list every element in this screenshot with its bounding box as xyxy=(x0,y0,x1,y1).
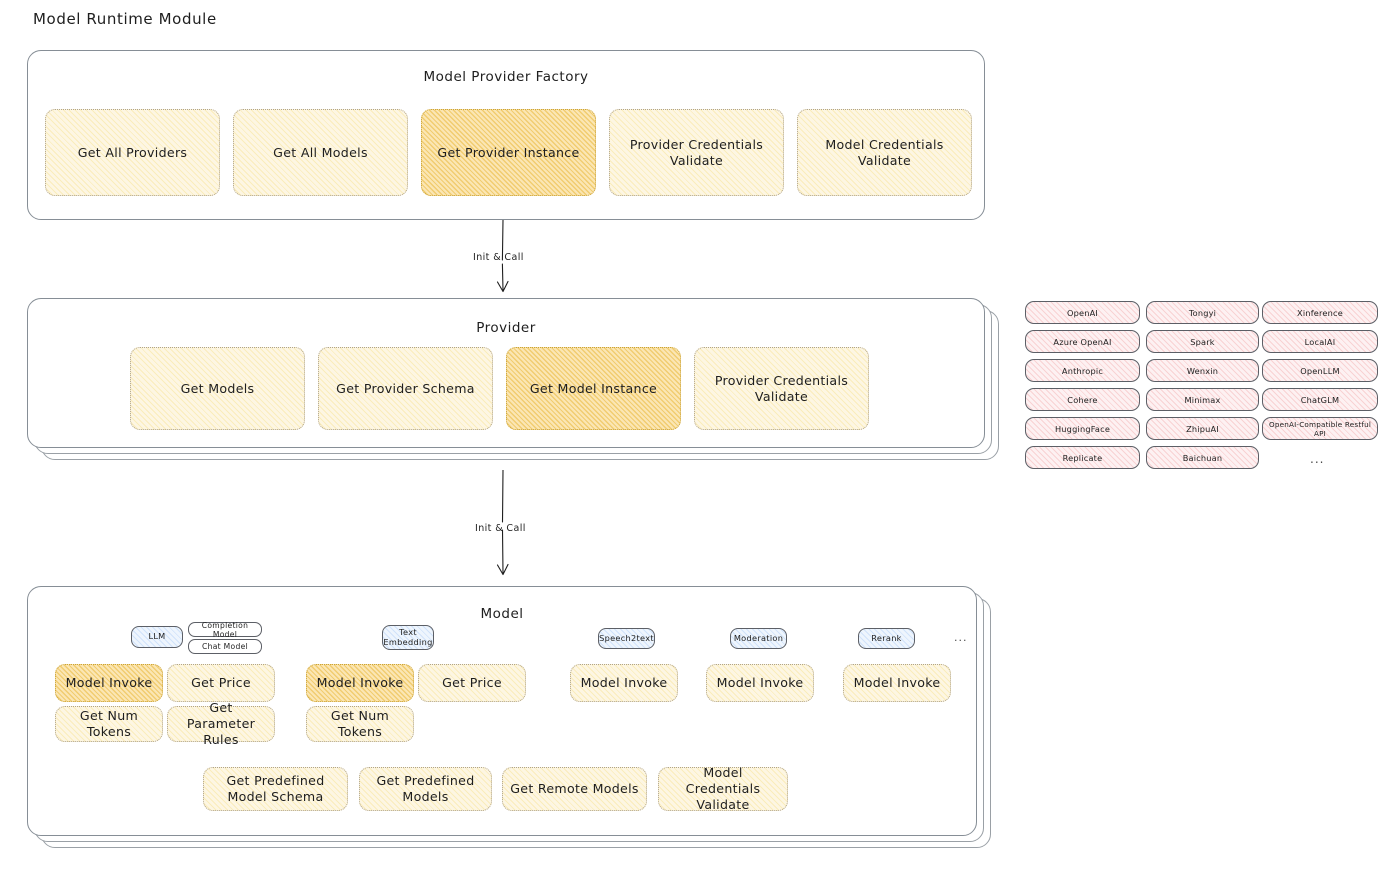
llm-op-get-parameter-rules[interactable]: Get Parameter Rules xyxy=(167,700,275,747)
provider-chip-zhipuai[interactable]: ZhipuAI xyxy=(1146,417,1259,440)
provider-frame: Provider Get Models Get Provider Schema … xyxy=(27,298,985,448)
provider-chip-xinference[interactable]: Xinference xyxy=(1262,301,1378,324)
provider-chip-cohere[interactable]: Cohere xyxy=(1025,388,1140,411)
provider-chip-anthropic[interactable]: Anthropic xyxy=(1025,359,1140,382)
provider-chip-replicate[interactable]: Replicate xyxy=(1025,446,1140,469)
model-type-chip-speech2text[interactable]: Speech2text xyxy=(598,628,655,649)
provider-chip-azure-openai[interactable]: Azure OpenAI xyxy=(1025,330,1140,353)
moderation-op-model-invoke[interactable]: Model Invoke xyxy=(706,664,814,702)
speech2text-op-model-invoke[interactable]: Model Invoke xyxy=(570,664,678,702)
provider-op-get-provider-schema[interactable]: Get Provider Schema xyxy=(318,347,493,430)
model-subtype-chip-completion-model[interactable]: Completion Model xyxy=(188,621,262,639)
model-common-op-get-predefined-models[interactable]: Get Predefined Models xyxy=(359,767,492,811)
model-type-chip-moderation[interactable]: Moderation xyxy=(730,628,787,649)
provider-chip-wenxin[interactable]: Wenxin xyxy=(1146,359,1259,382)
provider-chip-huggingface[interactable]: HuggingFace xyxy=(1025,417,1140,440)
arrow-label-init-and-call-2: Init & Call xyxy=(472,522,529,535)
provider-op-get-model-instance[interactable]: Get Model Instance xyxy=(506,347,681,430)
model-subtype-chip-chat-model[interactable]: Chat Model xyxy=(188,639,262,654)
page-title: Model Runtime Module xyxy=(33,10,217,28)
llm-op-model-invoke[interactable]: Model Invoke xyxy=(55,664,163,702)
provider-list-more: ... xyxy=(1310,452,1325,466)
provider-title: Provider xyxy=(476,320,536,336)
model-type-chip-rerank[interactable]: Rerank xyxy=(858,628,915,649)
provider-chip-minimax[interactable]: Minimax xyxy=(1146,388,1259,411)
provider-op-get-models[interactable]: Get Models xyxy=(130,347,305,430)
provider-chip-openllm[interactable]: OpenLLM xyxy=(1262,359,1378,382)
provider-chip-localai[interactable]: LocalAI xyxy=(1262,330,1378,353)
provider-op-provider-credentials-validate[interactable]: Provider Credentials Validate xyxy=(694,347,869,430)
factory-op-get-all-models[interactable]: Get All Models xyxy=(233,109,408,196)
text-embedding-op-model-invoke[interactable]: Model Invoke xyxy=(306,664,414,702)
model-provider-factory-title: Model Provider Factory xyxy=(423,69,589,85)
model-frame: Model LLM Completion Model Chat Model Te… xyxy=(27,586,977,836)
model-common-op-get-remote-models[interactable]: Get Remote Models xyxy=(502,767,647,811)
arrow-factory-to-provider xyxy=(496,220,509,293)
text-embedding-op-get-price[interactable]: Get Price xyxy=(418,664,526,702)
provider-chip-chatglm[interactable]: ChatGLM xyxy=(1262,388,1378,411)
provider-chip-openai[interactable]: OpenAI xyxy=(1025,301,1140,324)
rerank-op-model-invoke[interactable]: Model Invoke xyxy=(843,664,951,702)
model-types-more: ... xyxy=(954,631,968,644)
model-common-op-model-credentials-validate[interactable]: Model Credentials Validate xyxy=(658,765,788,812)
arrow-label-init-and-call-1: Init & Call xyxy=(470,251,527,264)
llm-op-get-num-tokens[interactable]: Get Num Tokens xyxy=(55,706,163,742)
provider-chip-openai-compatible-restful-api[interactable]: OpenAI-Compatible Restful API xyxy=(1262,417,1378,440)
provider-chip-spark[interactable]: Spark xyxy=(1146,330,1259,353)
model-type-chip-text-embedding[interactable]: Text Embedding xyxy=(382,625,434,650)
factory-op-get-provider-instance[interactable]: Get Provider Instance xyxy=(421,109,596,196)
factory-op-model-credentials-validate[interactable]: Model Credentials Validate xyxy=(797,109,972,196)
factory-op-get-all-providers[interactable]: Get All Providers xyxy=(45,109,220,196)
provider-chip-baichuan[interactable]: Baichuan xyxy=(1146,446,1259,469)
text-embedding-op-get-num-tokens[interactable]: Get Num Tokens xyxy=(306,706,414,742)
model-title: Model xyxy=(480,606,524,622)
model-type-chip-llm[interactable]: LLM xyxy=(131,626,183,648)
factory-op-provider-credentials-validate[interactable]: Provider Credentials Validate xyxy=(609,109,784,196)
model-common-op-get-predefined-model-schema[interactable]: Get Predefined Model Schema xyxy=(203,767,348,811)
llm-op-get-price[interactable]: Get Price xyxy=(167,664,275,702)
provider-chip-tongyi[interactable]: Tongyi xyxy=(1146,301,1259,324)
arrow-provider-to-model xyxy=(496,470,509,576)
model-provider-factory-frame: Model Provider Factory Get All Providers… xyxy=(27,50,985,220)
